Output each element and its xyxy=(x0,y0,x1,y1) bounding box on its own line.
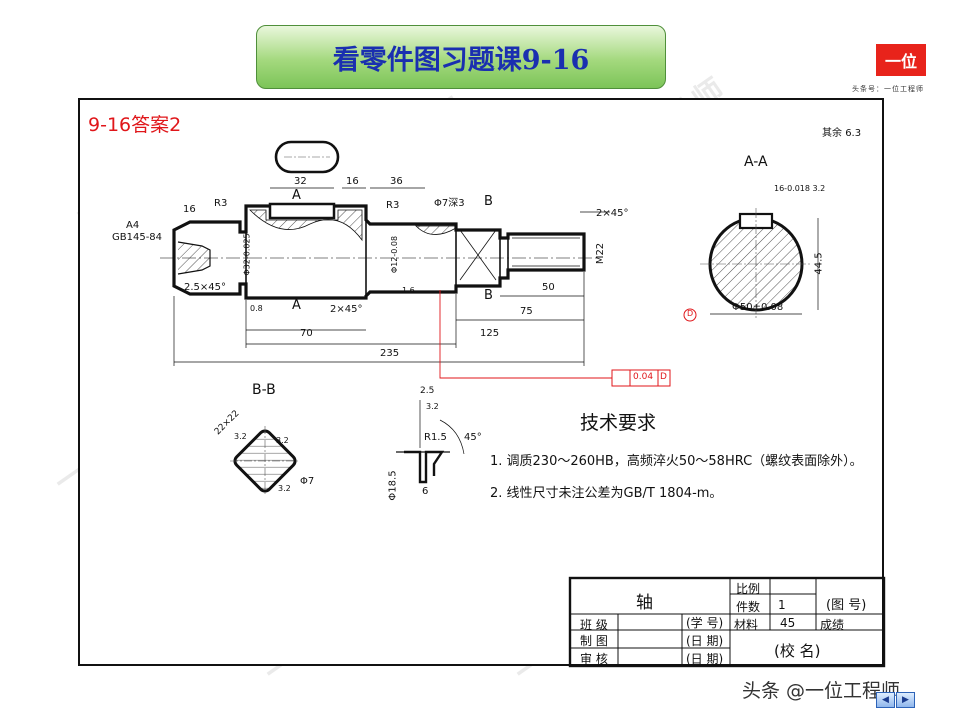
dim-chamfer-right: 2×45° xyxy=(596,208,629,219)
detail-view xyxy=(396,400,465,484)
dim-16-left: 16 xyxy=(183,204,196,215)
tolerance-value: 0.04 xyxy=(633,372,654,382)
title-block-student-no: (学 号) xyxy=(686,616,724,630)
section-a-bottom: A xyxy=(292,298,301,313)
shaft-outline xyxy=(172,204,586,300)
title-block-school: (校 名) xyxy=(774,642,821,660)
keyway-slot xyxy=(268,202,336,220)
roughness-1-6: 1.6 xyxy=(402,286,415,295)
section-aa-label: A-A xyxy=(744,154,768,170)
detail-dim-2-5: 2.5 xyxy=(420,386,435,396)
title-block-date-1: (日 期) xyxy=(686,634,724,648)
datum-d-symbol: D xyxy=(687,309,694,318)
dim-hole: Φ7深3 xyxy=(434,198,465,209)
section-b-bottom: B xyxy=(484,288,493,303)
dim-235: 235 xyxy=(380,348,400,359)
next-slide-button[interactable]: ▶ xyxy=(896,692,915,708)
answer-label: 9-16答案2 xyxy=(88,114,182,136)
shaft-drawing-svg xyxy=(160,140,886,668)
title-block-scale-label: 比例 xyxy=(736,582,761,596)
section-hatch-2 xyxy=(415,225,457,235)
section-bb-label: B-B xyxy=(252,382,276,398)
tolerance-datum: D xyxy=(660,372,667,382)
center-hole xyxy=(177,241,211,275)
dim-key-width: 16-0.018 3.2 xyxy=(774,184,826,193)
detail-angle: 45° xyxy=(464,432,482,443)
detail-roughness: 3.2 xyxy=(426,402,439,411)
title-block-date-2: (日 期) xyxy=(686,652,724,666)
title-block-drawing-no: (图 号) xyxy=(826,598,867,613)
dim-r3-left: R3 xyxy=(214,198,228,209)
bb-roughness-3: 3.2 xyxy=(278,484,291,493)
roughness-0-8: 0.8 xyxy=(250,304,263,313)
footer-watermark: 头条 @一位工程师 xyxy=(742,680,901,702)
dim-thread: M22 xyxy=(595,242,607,265)
detail-radius: R1.5 xyxy=(424,432,447,443)
tech-requirements-title: 技术要求 xyxy=(580,412,657,434)
section-bb-view xyxy=(230,426,300,496)
tolerance-leader xyxy=(439,290,612,379)
logo-caption: 头条号：一位工程师 xyxy=(852,85,924,93)
title-block-grade-label: 成绩 xyxy=(820,618,845,632)
dim-70: 70 xyxy=(300,328,313,339)
section-aa-view xyxy=(700,208,819,320)
dim-125: 125 xyxy=(480,328,500,339)
dim-bb-diameter: Φ7 xyxy=(300,476,315,487)
title-block-part-name: 轴 xyxy=(636,593,653,613)
bb-roughness-1: 3.2 xyxy=(234,432,247,441)
dim-16: 16 xyxy=(346,176,359,187)
detail-diameter: Φ18.5 xyxy=(387,470,399,501)
center-hole-standard: GB145-84 xyxy=(112,232,163,243)
detail-width: 6 xyxy=(422,486,429,497)
title-block-class-label: 班 级 xyxy=(580,618,608,632)
keyway-top-view xyxy=(274,140,340,174)
title-block-check-label: 审 核 xyxy=(580,652,608,666)
dim-r3-right: R3 xyxy=(386,200,400,211)
title-block-material-value: 45 xyxy=(780,616,796,630)
tech-requirement-2: 2. 线性尺寸未注公差为GB/T 1804-m。 xyxy=(490,486,723,501)
center-hole-spec: A4 xyxy=(126,220,140,231)
dim-chamfer-mid: 2×45° xyxy=(330,304,363,315)
engineering-drawing-frame: 9-16答案2 其余 6.3 A-A B-B 32 16 36 16 R3 R3… xyxy=(78,98,886,668)
title-block-scale-value: 1 xyxy=(778,598,786,612)
title-block-draw-label: 制 图 xyxy=(580,634,608,648)
title-block-grid xyxy=(568,576,886,668)
brand-logo: 一位 xyxy=(876,44,926,76)
section-hatch-1 xyxy=(249,209,363,242)
page-title: 看零件图习题课9-16 xyxy=(256,25,666,89)
dim-diameter-mid: Φ12-0.08 xyxy=(390,235,400,274)
tolerance-frame xyxy=(611,369,671,387)
dim-diameter-left: Φ32-0.025 xyxy=(242,233,252,276)
section-b-top: B xyxy=(484,194,493,209)
bb-roughness-2: 3.2 xyxy=(276,436,289,445)
tech-requirement-1: 1. 调质230～260HB，高频淬火50～58HRC（螺纹表面除外）。 xyxy=(490,454,863,469)
roughness-note: 其余 6.3 xyxy=(822,128,862,139)
dim-75: 75 xyxy=(520,306,533,317)
title-block-material-label: 材料 xyxy=(734,618,759,632)
title-block-count-label: 件数 xyxy=(736,600,761,614)
dim-32: 32 xyxy=(294,176,307,187)
dim-aa-diameter: Φ50±0.08 xyxy=(732,302,784,313)
dim-chamfer-left: 2.5×45° xyxy=(184,282,227,293)
dim-key-depth: 44.5 xyxy=(813,252,825,275)
section-a-top: A xyxy=(292,188,301,203)
prev-slide-button[interactable]: ◀ xyxy=(876,692,895,708)
dim-50: 50 xyxy=(542,282,555,293)
dim-36: 36 xyxy=(390,176,403,187)
